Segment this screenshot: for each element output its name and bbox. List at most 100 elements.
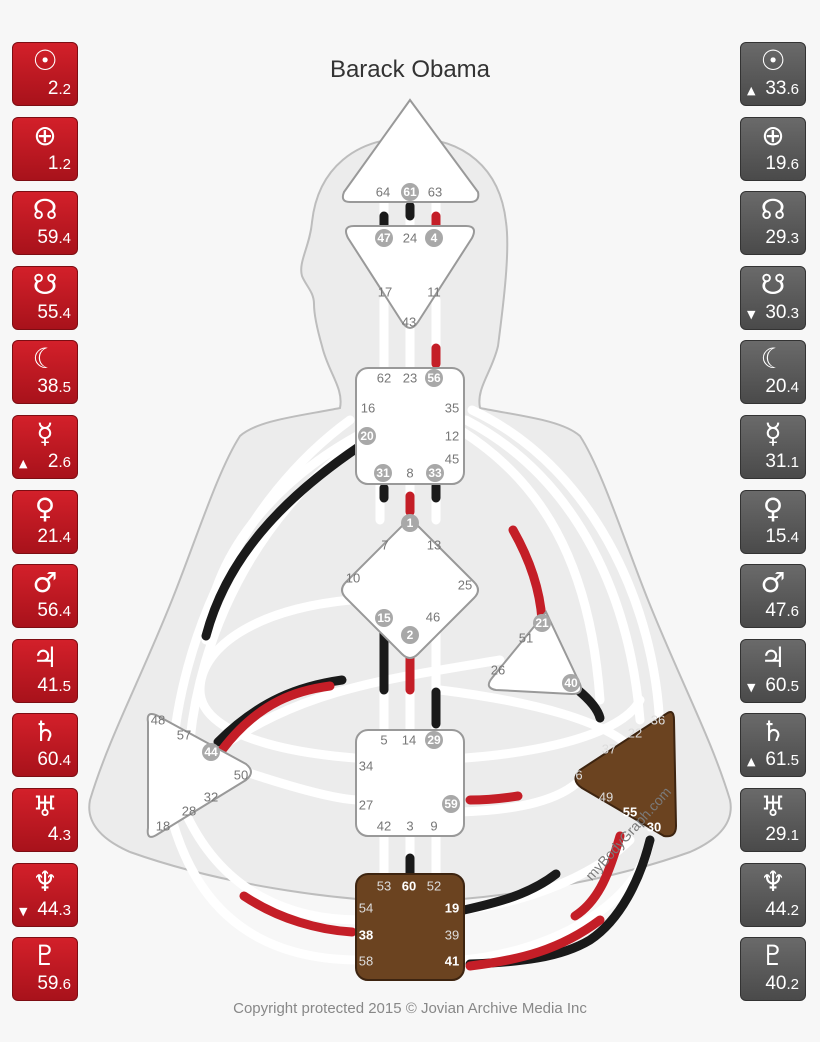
earth-icon: ⊕	[761, 118, 785, 152]
g-center	[341, 516, 479, 659]
activation-value: 56.4	[37, 600, 71, 623]
activation-value: 1.2	[48, 153, 71, 176]
gate-number: 60	[37, 749, 59, 771]
gate-number: 55	[37, 301, 59, 323]
line-number: .3	[58, 826, 71, 844]
gate-63: 63	[428, 185, 442, 200]
activation-tile: ♃41.5	[12, 638, 78, 703]
line-number: .1	[786, 453, 799, 471]
sacral-center	[355, 729, 465, 837]
activation-tile: ♆▼44.3	[12, 862, 78, 927]
line-number: .2	[58, 155, 71, 173]
gate-49: 49	[599, 790, 613, 805]
activation-tile: ☿31.1	[740, 414, 806, 479]
design-column: ☉2.2⊕1.2☊59.4☋55.4☾38.5☿▲2.6♀21.4♂56.4♃4…	[12, 42, 80, 1012]
gate-number: 33	[765, 78, 787, 99]
pluto-icon: ♇	[760, 939, 786, 973]
activation-value: 2.6	[48, 451, 71, 474]
activation-tile: ☿▲2.6	[12, 414, 78, 479]
copyright-notice: Copyright protected 2015 © Jovian Archiv…	[233, 1000, 587, 1017]
mercury-icon: ☿	[764, 416, 782, 450]
activation-tile: ♃▼60.5	[740, 638, 806, 703]
gate-number: 19	[765, 152, 787, 174]
line-number: .3	[786, 230, 799, 248]
direction-arrow: ▼	[747, 680, 756, 694]
activation-value: 38.5	[37, 376, 71, 399]
line-number: .4	[58, 603, 71, 621]
activation-tile: ♇40.2	[740, 937, 806, 1002]
south-node-icon: ☋	[760, 267, 786, 301]
line-number: .6	[58, 453, 71, 471]
gate-45: 45	[445, 452, 459, 467]
activation-value: 15.4	[765, 526, 799, 549]
activation-tile: ☋55.4	[12, 265, 78, 330]
gate-51: 51	[519, 631, 533, 646]
activation-tile: ♆44.2	[740, 862, 806, 927]
line-number: .4	[786, 379, 799, 397]
gate-50: 50	[234, 768, 248, 783]
gate-25: 25	[458, 578, 472, 593]
mars-icon: ♂	[760, 566, 786, 600]
gate-61: 61	[403, 185, 417, 199]
activation-tile: ⊕19.6	[740, 116, 806, 181]
line-number: .3	[786, 304, 799, 322]
gate-12: 12	[445, 429, 459, 444]
gate-36: 36	[651, 713, 665, 728]
activation-tile: ♀21.4	[12, 489, 78, 554]
line-number: .3	[58, 901, 71, 919]
gate-7: 7	[381, 538, 388, 553]
activation-value: 47.6	[765, 600, 799, 623]
gate-number: 44	[765, 898, 787, 920]
south-node-icon: ☋	[32, 267, 58, 301]
line-number: .5	[58, 379, 71, 397]
gate-41: 41	[445, 954, 459, 969]
activated-gate-badges	[202, 183, 580, 813]
line-number: .5	[58, 677, 71, 695]
activation-value: 60.4	[37, 749, 71, 772]
north-node-icon: ☊	[760, 193, 786, 227]
gate-16: 16	[361, 401, 375, 416]
gate-number: 40	[765, 973, 787, 995]
gate-31: 31	[376, 466, 390, 480]
gate-43: 43	[402, 315, 416, 330]
chart-title: Barack Obama	[329, 56, 491, 83]
line-number: .5	[786, 752, 799, 770]
gate-number: 21	[37, 525, 59, 547]
activation-value: 30.3	[765, 302, 799, 325]
gate-56: 56	[427, 371, 441, 385]
activation-value: 59.4	[37, 227, 71, 250]
line-number: .2	[58, 81, 71, 98]
throat-center	[355, 367, 465, 485]
activation-tile: ☾20.4	[740, 340, 806, 405]
north-node-icon: ☊	[32, 193, 58, 227]
gate-22: 22	[628, 726, 642, 741]
gate-35: 35	[445, 401, 459, 416]
gate-26: 26	[491, 663, 505, 678]
gate-number: 20	[765, 376, 787, 398]
gate-60: 60	[402, 879, 416, 894]
gate-24: 24	[403, 231, 417, 246]
gate-13: 13	[427, 538, 441, 553]
gate-48: 48	[151, 713, 165, 728]
line-number: .2	[786, 976, 799, 994]
gate-18: 18	[156, 819, 170, 834]
gate-6: 6	[575, 768, 582, 783]
gate-47: 47	[377, 231, 391, 245]
gate-number: 60	[765, 674, 787, 696]
pluto-icon: ♇	[32, 939, 58, 973]
gate-40: 40	[564, 676, 578, 690]
activation-value: 61.5	[765, 749, 799, 772]
gate-46: 46	[426, 610, 440, 625]
activation-value: 21.4	[37, 526, 71, 549]
gate-29: 29	[427, 733, 441, 747]
gate-number: 41	[37, 674, 59, 696]
gate-53: 53	[377, 879, 391, 894]
sun-icon: ☉	[760, 44, 786, 77]
gate-57: 57	[177, 728, 191, 743]
gate-number: 47	[765, 600, 787, 622]
mercury-icon: ☿	[36, 416, 54, 450]
gate-14: 14	[402, 733, 416, 748]
activation-value: 41.5	[37, 675, 71, 698]
gate-9: 9	[430, 819, 437, 834]
